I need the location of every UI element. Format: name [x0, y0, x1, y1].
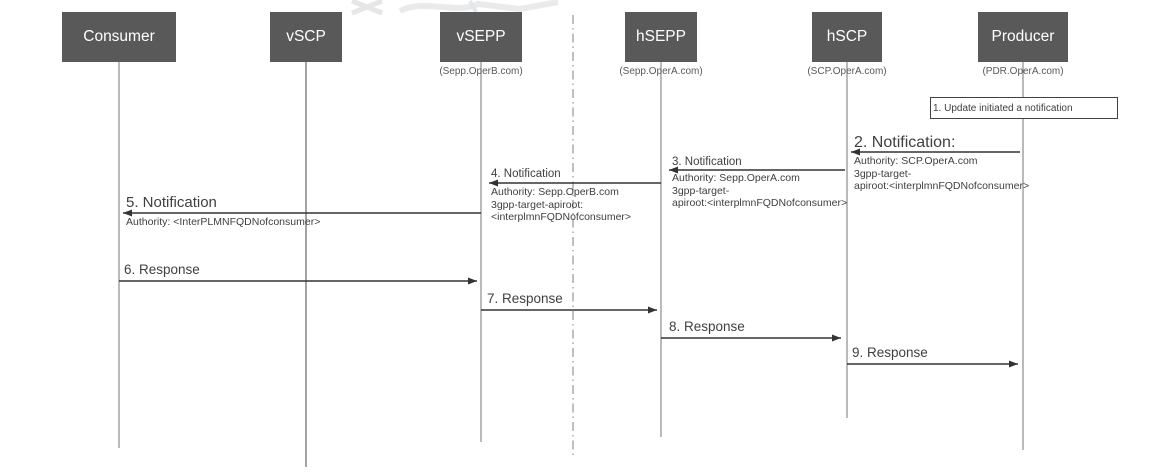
message-2-detail-line: apiroot:<interplmnFQDNofconsumer> [854, 180, 1030, 192]
note-update-initiated: 1. Update initiated a notification [930, 97, 1118, 119]
actor-hscp-domain: (SCP.OperA.com) [807, 66, 887, 77]
actor-vscp: vSCP [270, 12, 342, 62]
actor-hsepp-domain: (Sepp.OperA.com) [619, 66, 703, 77]
message-4-details: Authority: Sepp.OperB.com 3gpp-target-ap… [491, 186, 631, 224]
message-4-detail-line: 3gpp-target-apiroot: [491, 198, 584, 211]
actor-producer: Producer [978, 12, 1068, 62]
message-2-detail-line: 3gpp-target- [854, 167, 912, 180]
message-5-details: Authority: <InterPLMNFQDNofconsumer> [126, 216, 320, 229]
message-3-detail-line: 3gpp-target- [672, 184, 730, 197]
actor-hsepp: hSEPP [625, 12, 697, 62]
actor-consumer-label: Consumer [83, 28, 155, 45]
message-8-title: 8. Response [669, 319, 745, 334]
message-4-detail-line: <interplmnFQDNofconsumer> [491, 211, 632, 223]
message-2-title: 2. Notification: [854, 134, 956, 151]
actor-producer-domain: (PDR.OperA.com) [982, 66, 1064, 77]
message-3-detail-line: apiroot:<interplmnFQDNofconsumer> [672, 197, 848, 209]
message-2-detail-line: Authority: SCP.OperA.com [854, 155, 978, 167]
message-7-title: 7. Response [487, 291, 563, 306]
actor-hsepp-label: hSEPP [636, 28, 686, 45]
actor-vsepp-label: vSEPP [456, 28, 506, 45]
actor-vsepp-domain: (Sepp.OperB.com) [439, 66, 523, 77]
message-5-title: 5. Notification [126, 194, 217, 211]
message-9-title: 9. Response [852, 345, 928, 360]
actor-vsepp: vSEPP [440, 12, 522, 62]
watermark [351, 0, 559, 16]
message-4-title: 4. Notification [491, 168, 561, 180]
message-6-title: 6. Response [124, 262, 200, 277]
actor-consumer: Consumer [62, 12, 176, 62]
message-4-detail-line: Authority: Sepp.OperB.com [491, 186, 619, 198]
message-5-detail-line: Authority: <InterPLMNFQDNofconsumer> [126, 216, 321, 228]
message-3-detail-line: Authority: Sepp.OperA.com [672, 172, 800, 184]
message-2-details: Authority: SCP.OperA.com 3gpp-target- ap… [854, 155, 1029, 193]
actor-hscp-label: hSCP [826, 28, 868, 45]
message-3-details: Authority: Sepp.OperA.com 3gpp-target- a… [672, 172, 847, 210]
actor-producer-label: Producer [991, 28, 1055, 45]
message-3-title: 3. Notification [672, 156, 742, 168]
actor-hscp: hSCP [812, 12, 882, 62]
actor-vscp-label: vSCP [286, 28, 326, 45]
